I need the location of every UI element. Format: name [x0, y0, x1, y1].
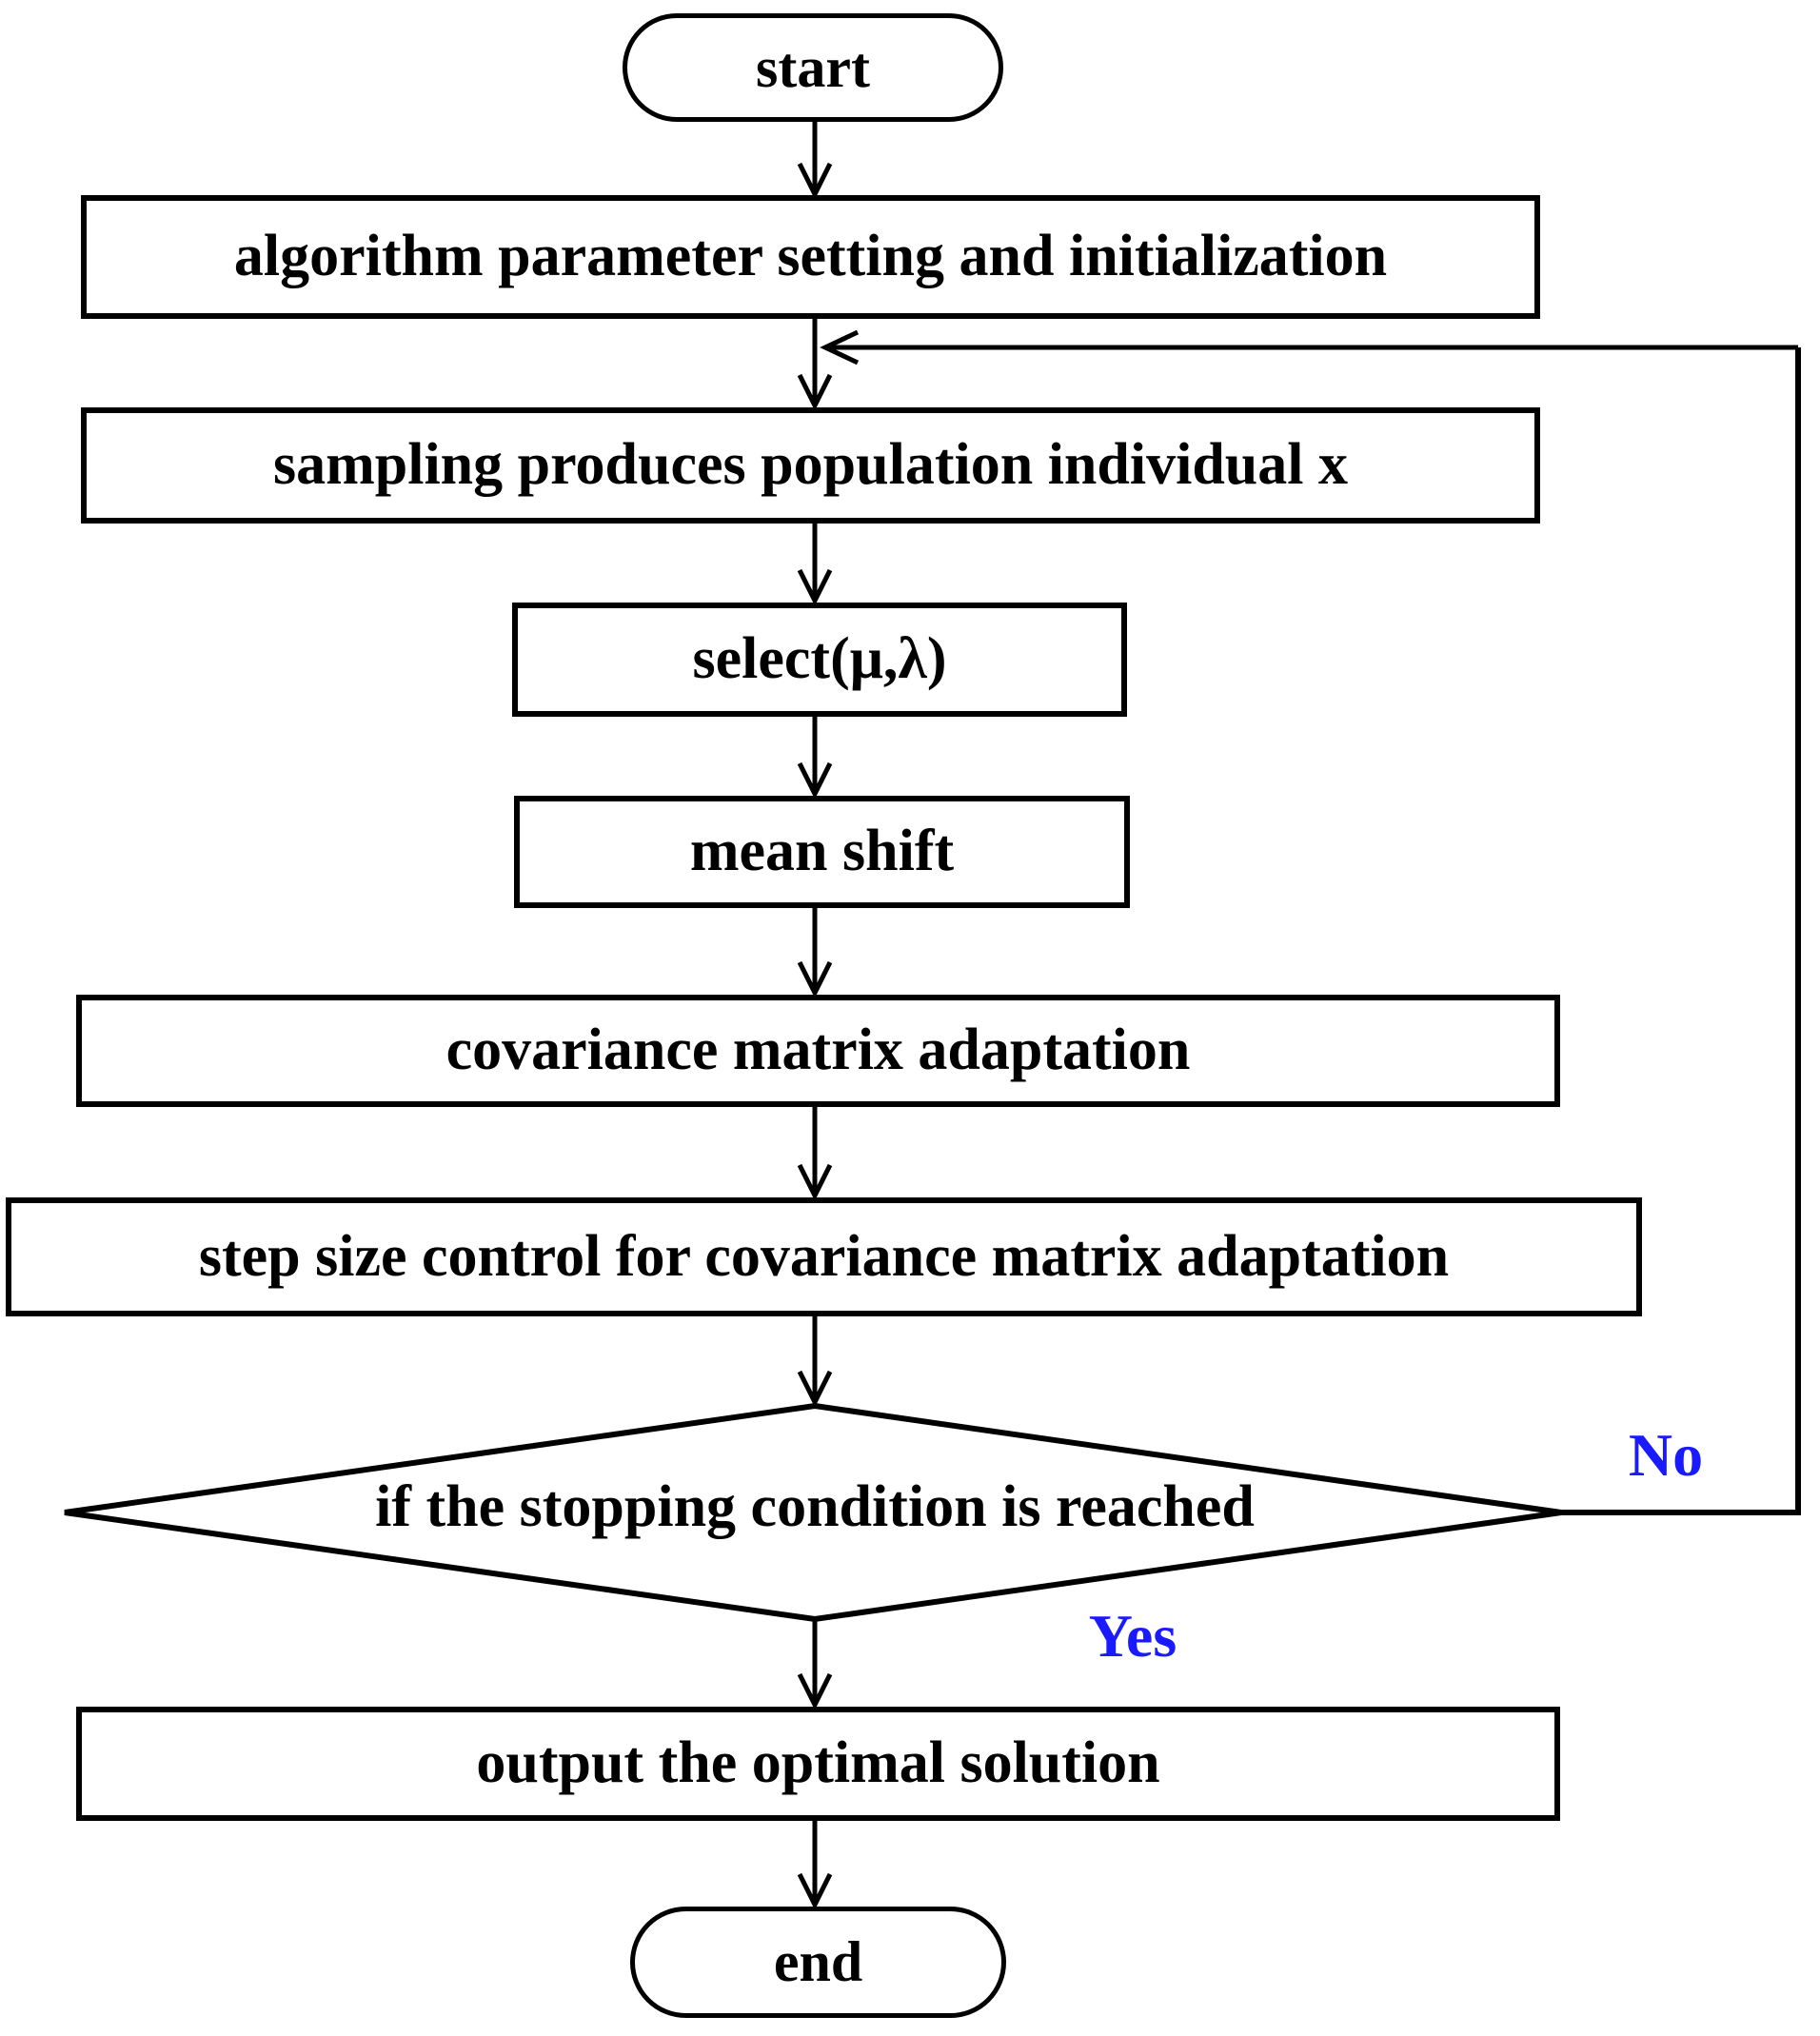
node-select: select(μ,λ) [512, 603, 1127, 717]
branch-label-yes: Yes [1088, 1602, 1177, 1670]
node-output-solution: output the optimal solution [76, 1707, 1560, 1821]
node-step-size-control: step size control for covariance matrix … [6, 1197, 1642, 1316]
arrow-start-init [797, 122, 833, 200]
decision-diamond-shape [64, 1402, 1562, 1623]
arrow-decision-output [797, 1619, 833, 1710]
arrow-output-end [797, 1821, 833, 1910]
node-mean-shift: mean shift [514, 796, 1130, 908]
node-decision-label: if the stopping condition is reached [375, 1474, 1255, 1539]
loopback-line [1561, 347, 1801, 1515]
node-start: start [623, 13, 1003, 122]
node-parameter-initialization: algorithm parameter setting and initiali… [81, 195, 1540, 319]
node-end: end [630, 1907, 1006, 2018]
arrow-init-sampling [797, 319, 833, 411]
arrow-stepsize-decision [797, 1316, 833, 1408]
arrow-sampling-select [797, 524, 833, 606]
node-sampling: sampling produces population individual … [81, 407, 1540, 524]
loopback-arrow [820, 329, 1798, 366]
node-covariance-matrix-adaptation: covariance matrix adaptation [76, 995, 1560, 1107]
branch-label-no: No [1628, 1421, 1704, 1489]
arrow-meanshift-cma [797, 908, 833, 998]
arrow-select-meanshift [797, 717, 833, 800]
arrow-cma-stepsize [797, 1107, 833, 1201]
